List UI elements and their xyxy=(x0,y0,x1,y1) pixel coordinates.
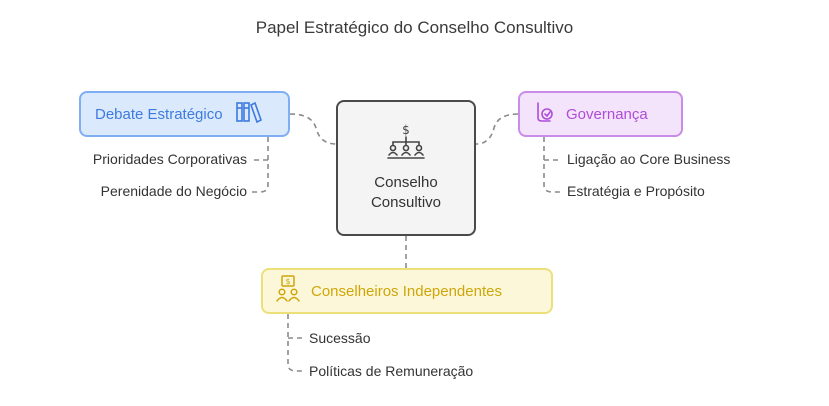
independent-label: Conselheiros Independentes xyxy=(311,282,502,300)
debate-label: Debate Estratégico xyxy=(95,105,223,123)
svg-text:$: $ xyxy=(285,277,290,286)
diagram-title: Papel Estratégico do Conselho Consultivo xyxy=(255,18,574,37)
governance-item-1: Ligação ao Core Business xyxy=(567,151,731,167)
books-icon xyxy=(235,100,263,128)
independent-node: $ Conselheiros Independentes xyxy=(261,268,553,314)
independent-item-2: Políticas de Remuneração xyxy=(309,363,474,379)
connector-governance-items xyxy=(543,137,560,193)
center-label-line2: Consultivo xyxy=(370,194,442,211)
center-label-line1: Conselho xyxy=(374,174,438,191)
connector-governance-center xyxy=(475,113,519,145)
governance-item-2: Estratégia e Propósito xyxy=(567,183,705,199)
advisors-icon: $ xyxy=(275,275,301,307)
connector-debate-items xyxy=(252,137,269,193)
svg-text:$: $ xyxy=(402,123,410,137)
debate-item-2: Perenidade do Negócio xyxy=(100,183,247,199)
governance-node: Governança xyxy=(518,91,683,137)
organization-money-icon: $ xyxy=(386,123,426,169)
center-node: $ Conselho Consultivo xyxy=(336,100,476,236)
independent-item-1: Sucessão xyxy=(309,330,371,346)
connector-independent-items xyxy=(287,314,304,372)
governance-hand-icon xyxy=(534,100,556,128)
debate-node: Debate Estratégico xyxy=(79,91,290,137)
connector-debate-center xyxy=(289,113,337,145)
debate-item-1: Prioridades Corporativas xyxy=(92,151,247,167)
governance-label: Governança xyxy=(566,105,648,123)
